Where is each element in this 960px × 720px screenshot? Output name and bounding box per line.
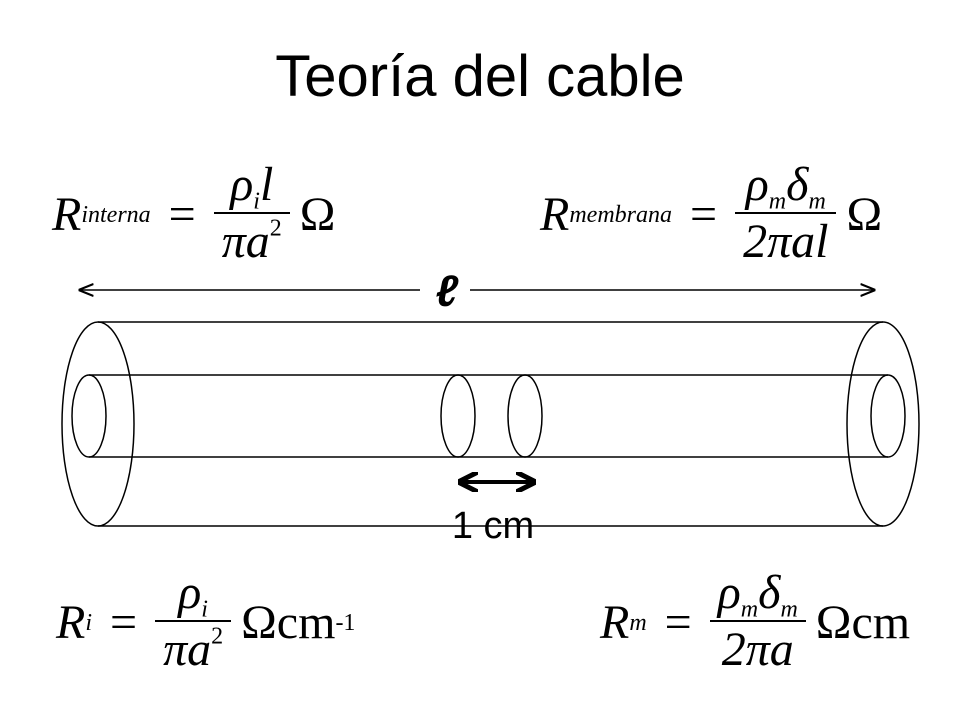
- delta-subscript: m: [808, 188, 826, 215]
- delta-symbol: δ: [786, 158, 809, 211]
- eq-fraction: ρmδm 2πa: [709, 566, 806, 677]
- eq-equals: =: [168, 188, 196, 242]
- denominator-text: πa: [221, 215, 270, 269]
- delta-symbol: δ: [758, 566, 781, 619]
- rho-subscript: m: [740, 596, 759, 623]
- eq-lhs: R: [600, 596, 630, 650]
- eq-fraction: ρmδm 2πal: [735, 158, 837, 269]
- page-title: Teoría del cable: [275, 44, 685, 109]
- eq-denominator: πa2: [155, 622, 231, 677]
- inner-cylinder-left-end: [71, 374, 107, 458]
- inner-cylinder-right-end: [870, 374, 906, 458]
- eq-lhs: R: [52, 188, 82, 242]
- eq-lhs: R: [540, 188, 570, 242]
- eq-unit: Ωcm: [815, 596, 911, 650]
- segment-label: 1 cm: [452, 505, 534, 547]
- fraction-bar: [213, 212, 290, 215]
- rho-subscript: i: [201, 596, 208, 623]
- rho-subscript: i: [253, 188, 260, 215]
- eq-lhs: R: [56, 596, 86, 650]
- eq-equals: =: [664, 596, 692, 650]
- denominator-exponent: 2: [211, 623, 224, 650]
- denominator-text: 2πa: [721, 623, 794, 677]
- outer-cylinder-right-end: [846, 321, 920, 527]
- eq-equals: =: [689, 188, 718, 242]
- eq-fraction: ρi πa2: [155, 566, 232, 677]
- eq-equals: =: [110, 596, 138, 650]
- rho-symbol: ρ: [178, 566, 202, 619]
- eq-unit: Ωcm: [241, 596, 336, 650]
- fraction-bar: [155, 620, 232, 623]
- eq-numerator: ρil: [222, 158, 281, 215]
- segment-ring-left: [440, 374, 476, 458]
- length-symbol: l: [259, 158, 274, 211]
- denominator-exponent: 2: [269, 215, 282, 242]
- fraction-bar: [735, 212, 837, 215]
- eq-numerator: ρi: [170, 566, 216, 623]
- segment-ring-right: [507, 374, 543, 458]
- eq-numerator: ρmδm: [738, 158, 834, 215]
- eq-fraction: ρil πa2: [213, 158, 290, 269]
- fraction-bar: [709, 620, 806, 623]
- rho-symbol: ρ: [230, 158, 254, 211]
- rho-symbol: ρ: [745, 158, 769, 211]
- eq-numerator: ρmδm: [710, 566, 806, 623]
- delta-subscript: m: [780, 596, 798, 623]
- denominator-text: 2πal: [743, 215, 829, 269]
- eq-unit: Ω: [846, 188, 883, 242]
- denominator-text: πa: [163, 623, 212, 677]
- rho-subscript: m: [768, 188, 787, 215]
- eq-unit: Ω: [299, 188, 336, 242]
- rho-symbol: ρ: [717, 566, 741, 619]
- eq-denominator: 2πa: [714, 622, 802, 677]
- length-label: ℓ: [436, 267, 459, 316]
- eq-denominator: πa2: [214, 214, 290, 269]
- eq-denominator: 2πal: [735, 214, 836, 269]
